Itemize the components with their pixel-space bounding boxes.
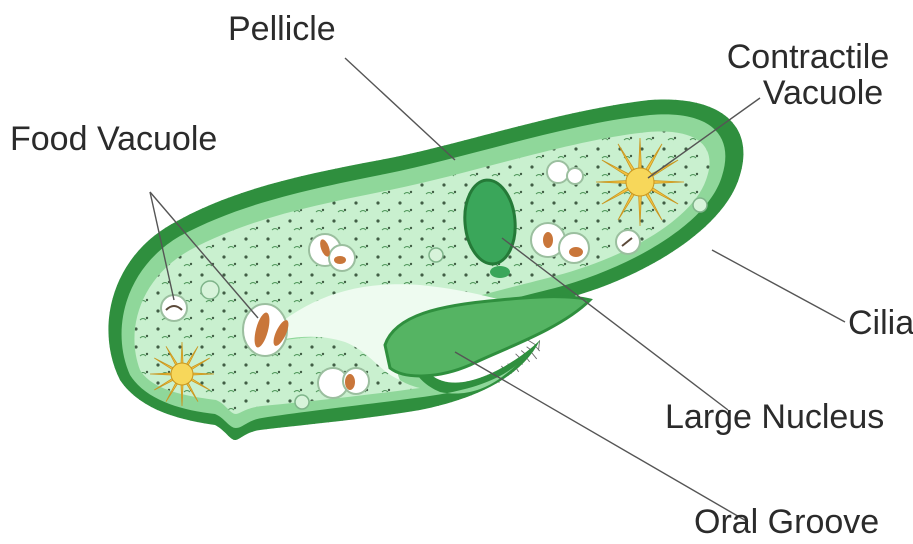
large-nucleus-label: Large Nucleus [665, 400, 884, 436]
contractile-vacuole-label: Contractile Vacuole [708, 40, 908, 111]
micronucleus-shape [490, 266, 510, 278]
pellicle-label: Pellicle [228, 12, 336, 48]
pellicle-leader [345, 58, 455, 160]
star-center [626, 168, 654, 196]
oral-groove-label: Oral Groove [694, 505, 879, 541]
star-center [171, 363, 193, 385]
contractile-vacuole-label-line1: Contractile [708, 40, 908, 76]
food-vacuole-label: Food Vacuole [10, 122, 217, 158]
cilia-leader [712, 250, 845, 322]
oral-groove-leader [455, 352, 748, 522]
cilia-label: Cilia [848, 306, 913, 342]
food-vacuole [616, 230, 640, 254]
contractile-vacuole-label-line2: Vacuole [708, 76, 908, 112]
food-vacuole [318, 368, 369, 398]
